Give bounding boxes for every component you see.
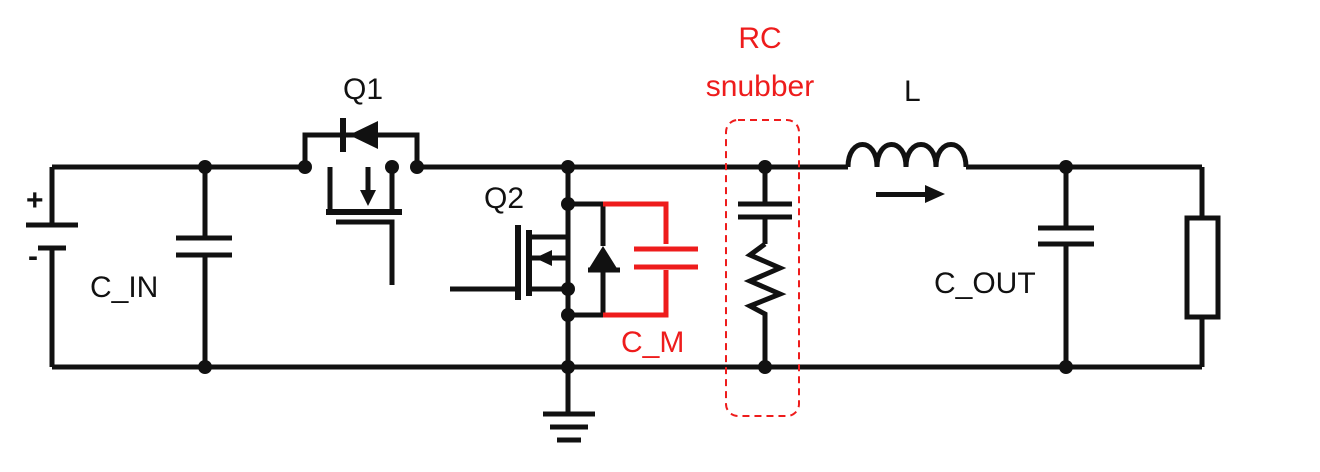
inductor-label: L (904, 75, 921, 108)
rc-label-line2: snubber (706, 70, 814, 103)
rc-label-line1: RC (738, 22, 781, 55)
input-battery (26, 167, 78, 367)
c-m-capacitor (603, 201, 698, 318)
q2-diode-triangle (588, 246, 618, 270)
rc-snubber-network (738, 167, 792, 367)
q2-label: Q2 (484, 182, 524, 215)
q1-label: Q1 (343, 73, 383, 106)
ground-symbol (543, 367, 595, 443)
c-in-label: C_IN (90, 271, 158, 304)
c-m-label: C_M (621, 326, 684, 359)
c-out-capacitor (1038, 167, 1094, 367)
q1-mosfet (302, 132, 420, 285)
battery-plus-label: + (26, 184, 44, 217)
inductor (845, 142, 969, 168)
load-resistor (1184, 167, 1221, 367)
current-arrow (876, 185, 945, 203)
q2-body-arrow (535, 250, 552, 266)
battery-minus-label: - (28, 240, 38, 273)
snubber-dashed-box (725, 119, 800, 417)
c-out-label: C_OUT (934, 267, 1036, 300)
q1-body-arrow (360, 190, 376, 206)
q2-body-diode (568, 201, 620, 318)
junction-dots (198, 160, 1073, 374)
q1-body-diode (340, 118, 378, 152)
c-in-capacitor (176, 167, 232, 367)
